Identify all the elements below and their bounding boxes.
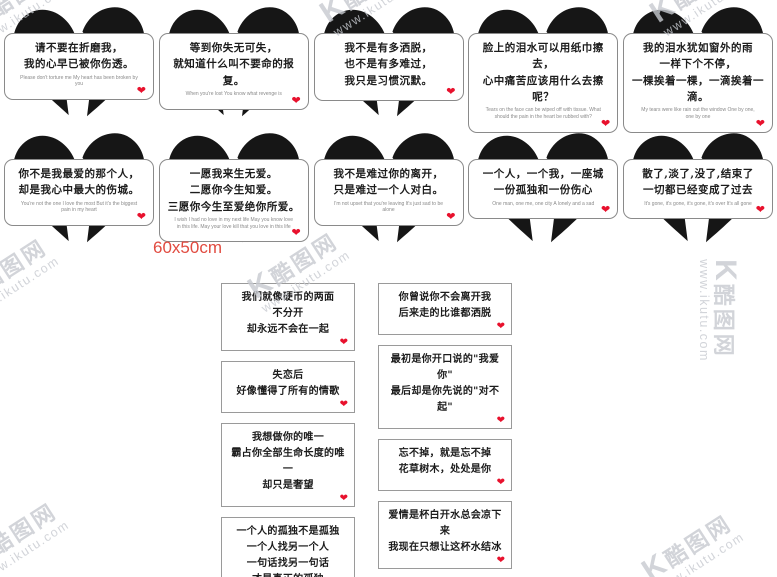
watermark-sitename: 酷图网 [660,510,737,573]
red-heart-icon: ❤ [291,93,301,107]
quote-text: 一个人的孤独不是孤独一个人找另一个人一句话找另一句话才是真正的孤独 [236,526,340,577]
quote-rect-card: 忘不掉，就是忘不掉花草树木，处处是你 ❤ [378,439,512,491]
quote-card: 脸上的泪水可以用纸巾擦去，心中痛苦应该用什么去擦呢？ Tears on the … [468,33,619,133]
red-heart-icon: ❤ [291,226,301,240]
quote-card: 我不是难过你的离开，只是难过一个人对白。 I'm not upset that … [313,159,464,227]
quote-text: 散了,淡了,没了,结束了一切都已经变成了过去 [642,168,754,197]
quote-text: 我不是难过你的离开，只是难过一个人对白。 [333,168,444,197]
watermark-url: www.ikutu.com [0,517,72,577]
quote-text: 忘不掉，就是忘不掉花草树木，处处是你 [398,448,492,475]
quote-text: 我们就像硬币的两面不分开却永远不会在一起 [241,292,335,335]
watermark-logo-icon: K [708,259,742,281]
quote-card: 请不要在折磨我，我的心早已被你伤透。 Please don't torture … [4,33,154,101]
quote-rect-card: 一个人的孤独不是孤独一个人找另一个人一句话找另一句话才是真正的孤独 ❤ [221,517,355,577]
quote-caption-en: I'm not upset that you're leaving It's j… [333,200,444,214]
red-heart-icon: ❤ [136,210,146,224]
rect-cards-column-right: 你曾说你不会离开我后来走的比谁都洒脱 ❤ 最初是你开口说的"我爱你"最后却是你先… [378,283,512,577]
size-label: 60x50cm [153,238,222,257]
rect-cards-column-left: 我们就像硬币的两面不分开却永远不会在一起 ❤ 失恋后好像懂得了所有的情歌 ❤ 我… [221,283,355,577]
quote-caption-en: It's gone, it's gone, it's gone, it's ov… [644,200,752,207]
quote-card: 一个人，一个我，一座城一份孤独和一份伤心 One man, one me, on… [468,159,619,220]
quote-text: 一个人，一个我，一座城一份孤独和一份伤心 [482,168,604,197]
red-heart-icon: ❤ [136,84,146,98]
quote-text: 请不要在折磨我，我的心早已被你伤透。 [24,42,134,71]
quote-text: 一愿我来生无爱。二愿你今生知爱。三愿你今生至爱绝你所爱。 [167,168,300,213]
quote-caption-en: I wish I had no love in my next life May… [174,216,294,230]
broken-heart-card: 请不要在折磨我，我的心早已被你伤透。 Please don't torture … [4,2,154,132]
quote-card: 我的泪水犹如窗外的雨一样下个不停，一棵挨着一棵，一滴挨着一滴。 My tears… [623,33,773,133]
red-heart-icon: ❤ [601,116,611,130]
broken-heart-card: 等到你失无可失，就知道什么叫不要命的报复。 When you're lost Y… [158,2,309,132]
broken-heart-card: 散了,淡了,没了,结束了一切都已经变成了过去 It's gone, it's g… [623,128,773,258]
quote-caption-en: Please don't torture me My heart has bee… [20,74,138,88]
quote-text: 你不是我最爱的那个人，却是我心中最大的伤城。 [18,168,140,197]
quote-rect-card: 爱情是杯白开水总会凉下来我现在只想让这杯水结冰 ❤ [378,501,512,569]
quote-text: 失恋后好像懂得了所有的情歌 [236,370,340,397]
broken-heart-card: 我不是难过你的离开，只是难过一个人对白。 I'm not upset that … [313,128,464,258]
watermark-logo-icon: K [636,547,673,577]
quote-caption-en: You're not the one I love the most But i… [20,200,138,214]
quote-caption-en: When you're lost You know what revenge i… [185,90,282,97]
quote-caption-en: One man, one me, one city A lonely and a… [492,200,595,207]
quote-text: 爱情是杯白开水总会凉下来我现在只想让这杯水结冰 [388,510,502,553]
watermark-url: www.ikutu.com [652,529,747,577]
quote-text: 我的泪水犹如窗外的雨一样下个不停，一棵挨着一棵，一滴挨着一滴。 [632,42,764,103]
quote-rect-card: 你曾说你不会离开我后来走的比谁都洒脱 ❤ [378,283,512,335]
quote-card: 散了,淡了,没了,结束了一切都已经变成了过去 It's gone, it's g… [623,159,773,220]
quote-rect-card: 我们就像硬币的两面不分开却永远不会在一起 ❤ [221,283,355,351]
quote-text: 我想做你的唯一霸占你全部生命长度的唯一却只是奢望 [231,432,345,491]
quote-text: 脸上的泪水可以用纸巾擦去，心中痛苦应该用什么去擦呢？ [482,42,604,103]
quote-caption-en: My tears were like rain out the window O… [641,107,755,120]
heart-cards-row-2: 你不是我最爱的那个人，却是我心中最大的伤城。 You're not the on… [4,128,773,258]
quote-caption-en: Tears on the face can be wiped off with … [485,107,601,120]
watermark: K 酷图网 www.ikutu.com [636,504,747,577]
quote-rect-card: 我想做你的唯一霸占你全部生命长度的唯一却只是奢望 ❤ [221,423,355,507]
quote-text: 最初是你开口说的"我爱你"最后却是你先说的"对不起" [390,354,500,413]
red-heart-icon: ❤ [496,555,505,566]
broken-heart-card: 我不是有多洒脱，也不是有多难过，我只是习惯沉默。 ❤ [313,2,464,132]
broken-heart-card: 我的泪水犹如窗外的雨一样下个不停，一棵挨着一棵，一滴挨着一滴。 My tears… [623,2,773,133]
red-heart-icon: ❤ [446,84,456,98]
red-heart-icon: ❤ [339,493,348,504]
red-heart-icon: ❤ [496,415,505,426]
watermark: K 酷图网 www.ikutu.com [697,259,742,362]
broken-heart-card: 你不是我最爱的那个人，却是我心中最大的伤城。 You're not the on… [4,128,154,258]
red-heart-icon: ❤ [339,337,348,348]
broken-heart-card: 一个人，一个我，一座城一份孤独和一份伤心 One man, one me, on… [468,128,619,258]
red-heart-icon: ❤ [496,477,505,488]
quote-rect-card: 失恋后好像懂得了所有的情歌 ❤ [221,361,355,413]
quote-card: 一愿我来生无爱。二愿你今生知爱。三愿你今生至爱绝你所爱。 I wish I ha… [158,159,309,243]
red-heart-icon: ❤ [339,399,348,410]
quote-card: 你不是我最爱的那个人，却是我心中最大的伤城。 You're not the on… [4,159,154,227]
heart-cards-row-1: 请不要在折磨我，我的心早已被你伤透。 Please don't torture … [4,2,773,133]
watermark-url: www.ikutu.com [0,253,62,322]
watermark-sitename: 酷图网 [710,283,736,359]
watermark-url: www.ikutu.com [696,259,711,362]
quote-rect-card: 最初是你开口说的"我爱你"最后却是你先说的"对不起" ❤ [378,345,512,429]
broken-heart-card: 一愿我来生无爱。二愿你今生知爱。三愿你今生至爱绝你所爱。 I wish I ha… [158,128,309,258]
watermark: K 酷图网 www.ikutu.com [0,492,72,577]
red-heart-icon: ❤ [601,203,611,217]
red-heart-icon: ❤ [496,321,505,332]
quote-text: 等到你失无可失，就知道什么叫不要命的报复。 [173,42,295,87]
broken-heart-card: 脸上的泪水可以用纸巾擦去，心中痛苦应该用什么去擦呢？ Tears on the … [468,2,619,133]
red-heart-icon: ❤ [755,116,765,130]
red-heart-icon: ❤ [755,203,765,217]
watermark-sitename: 酷图网 [0,498,62,561]
quote-card: 等到你失无可失，就知道什么叫不要命的报复。 When you're lost Y… [158,33,309,110]
quote-card: 我不是有多洒脱，也不是有多难过，我只是习惯沉默。 ❤ [313,33,464,101]
quote-text: 你曾说你不会离开我后来走的比谁都洒脱 [398,292,492,319]
rect-cards-grid: 我们就像硬币的两面不分开却永远不会在一起 ❤ 失恋后好像懂得了所有的情歌 ❤ 我… [221,283,512,577]
red-heart-icon: ❤ [446,210,456,224]
quote-text: 我不是有多洒脱，也不是有多难过，我只是习惯沉默。 [344,42,433,87]
